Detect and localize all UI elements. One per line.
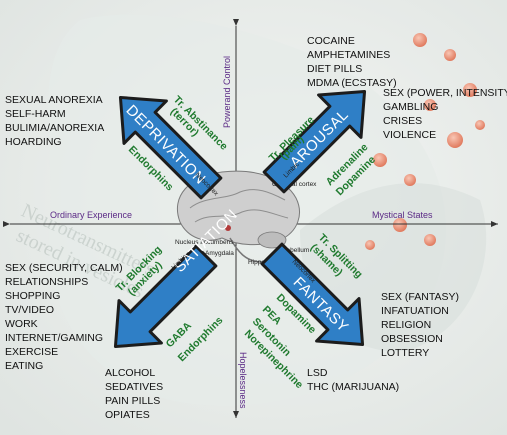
deprivation-list: SEXUAL ANOREXIA SELF-HARM BULIMIA/ANOREX… — [5, 94, 104, 148]
axis-label-top: Powerand Control — [222, 56, 232, 128]
fantasy-item: OBSESSION — [381, 333, 443, 345]
fantasy-item: LOTTERY — [381, 347, 429, 359]
satiation-drug: PAIN PILLS — [105, 395, 160, 407]
fantasy-item: RELIGION — [381, 319, 431, 331]
brain-label-nucleus-accumbens: Nucleus accumbens — [175, 239, 234, 246]
satiation-list: SEX (SECURITY, CALM) RELATIONSHIPS SHOPP… — [5, 262, 123, 372]
satiation-item: TV/VIDEO — [5, 304, 54, 316]
satiation-item: SHOPPING — [5, 290, 60, 302]
satiation-item: SEX (SECURITY, CALM) — [5, 262, 123, 274]
fantasy-drug: LSD — [307, 367, 328, 379]
vesicle — [447, 132, 463, 148]
deprivation-item: SEXUAL ANOREXIA — [5, 94, 103, 106]
arousal-drug: MDMA (ECSTASY) — [307, 77, 397, 89]
fantasy-arrow-shape — [260, 242, 365, 347]
brain-label-cerebral-cortex: Cerebral cortex — [272, 181, 317, 188]
brain-fold — [194, 209, 289, 223]
brain-label-amygdala: Amygdala — [205, 250, 234, 257]
vesicles — [365, 33, 485, 250]
vesicle — [373, 153, 387, 167]
axis-label-bottom: Hopelessness — [238, 352, 248, 409]
arousal-arrow-shape — [262, 89, 367, 194]
vesicle — [424, 234, 436, 246]
brain-fold — [189, 189, 286, 209]
fantasy-item: INFATUATION — [381, 305, 449, 317]
axis-label-right: Mystical States — [372, 210, 433, 220]
arousal-item: VIOLENCE — [383, 129, 436, 141]
arousal-drug: DIET PILLS — [307, 63, 362, 75]
axis-label-left: Ordinary Experience — [50, 210, 132, 220]
vesicle — [475, 120, 485, 130]
deprivation-item: SELF-HARM — [5, 108, 66, 120]
satiation-item: EATING — [5, 360, 43, 372]
cerebellum-shape — [257, 231, 287, 249]
deprivation-item: HOARDING — [5, 136, 62, 148]
satiation-drugs: ALCOHOL SEDATIVES PAIN PILLS OPIATES — [105, 367, 163, 421]
fantasy-list: SEX (FANTASY) INFATUATION RELIGION OBSES… — [381, 291, 459, 359]
satiation-item: EXERCISE — [5, 346, 58, 358]
arousal-item: CRISES — [383, 115, 422, 127]
satiation-item: WORK — [5, 318, 38, 330]
vesicle — [413, 33, 427, 47]
vesicle — [424, 99, 436, 111]
satiation-item: RELATIONSHIPS — [5, 276, 88, 288]
arousal-drugs: COCAINE AMPHETAMINES DIET PILLS MDMA (EC… — [307, 35, 397, 89]
vesicle — [393, 218, 407, 232]
brain-stem — [229, 237, 263, 263]
arousal-drug: AMPHETAMINES — [307, 49, 390, 61]
vesicle — [365, 240, 375, 250]
brain-label-cerebellum: Cerebellum — [276, 247, 309, 254]
satiation-drug: SEDATIVES — [105, 381, 163, 393]
satiation-drug: ALCOHOL — [105, 367, 155, 379]
deprivation-item: BULIMIA/ANOREXIA — [5, 122, 104, 134]
arousal-item: SEX (POWER, INTENSITY) — [383, 87, 507, 99]
arousal-drug: COCAINE — [307, 35, 355, 47]
arousal-item: GAMBLING — [383, 101, 438, 113]
deprivation-arrow-shape — [118, 95, 223, 200]
amygdala-dot — [225, 225, 231, 231]
vesicle — [463, 83, 477, 97]
vesicle — [444, 49, 456, 61]
arousal-list: SEX (POWER, INTENSITY) GAMBLING CRISES V… — [383, 87, 507, 141]
fantasy-item: SEX (FANTASY) — [381, 291, 459, 303]
fantasy-drugs: LSD THC (MARIJUANA) — [307, 367, 399, 393]
satiation-drug: OPIATES — [105, 409, 150, 421]
satiation-item: INTERNET/GAMING — [5, 332, 103, 344]
satiation-arrow-shape — [113, 244, 218, 349]
vesicle — [404, 174, 416, 186]
fantasy-drug: THC (MARIJUANA) — [307, 381, 399, 393]
